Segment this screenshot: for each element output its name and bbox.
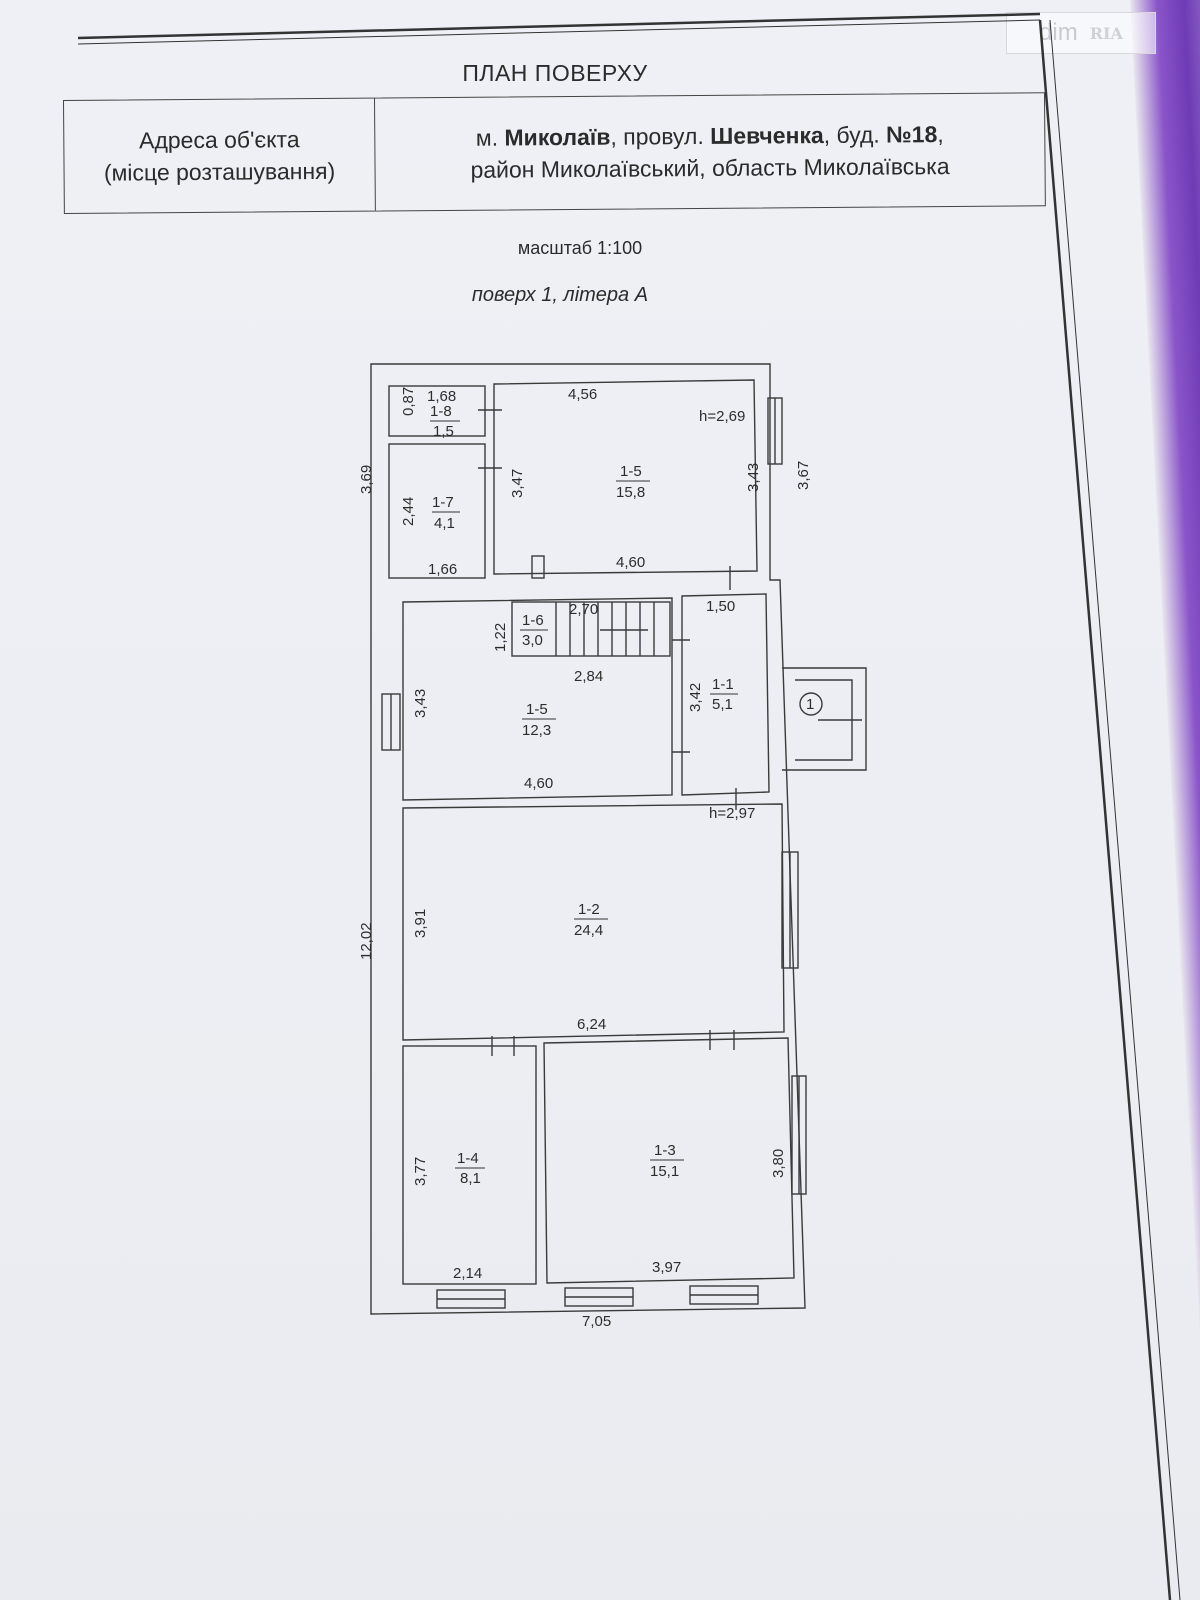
dim-label: 0,87: [400, 387, 417, 416]
room-1-5-top-outline: [493, 379, 758, 575]
dim-label: 4,60: [524, 775, 553, 792]
dim-label: 3,47: [509, 469, 526, 498]
dim-label: 3,80: [770, 1149, 787, 1178]
room-id: 1-6: [522, 612, 544, 629]
dim-label: 3,43: [745, 463, 762, 492]
room-area: 3,0: [522, 632, 543, 649]
room-area: 24,4: [574, 922, 603, 939]
floor-label: поверх 1, літера А: [471, 284, 649, 306]
dim-label: 1,66: [428, 561, 457, 578]
dim-label: h=2,97: [709, 805, 755, 822]
room-1-3-outline: [543, 1037, 795, 1284]
dim-label: 2,84: [574, 668, 603, 685]
watermark-dim: dim: [1039, 19, 1078, 46]
dim-label: 7,05: [582, 1313, 611, 1330]
dim-label: 12,02: [358, 922, 375, 960]
room-id: 1-7: [432, 494, 454, 511]
dim-label: 2,44: [400, 497, 417, 526]
dim-label: h=2,69: [699, 408, 745, 425]
room-1-1-outline: [681, 593, 770, 796]
door-marks: [478, 409, 737, 1056]
room-1-2-outline: [402, 803, 785, 1041]
room-id: 1-2: [578, 901, 600, 918]
outer-wall: [370, 363, 806, 1315]
porch-outline: [782, 667, 867, 771]
room-id: 1-5: [620, 463, 642, 480]
staircase: [511, 601, 671, 657]
entrance-marker-label: 1: [806, 696, 814, 713]
scale-label: масштаб 1:100: [517, 238, 643, 258]
dim-label: 1,50: [706, 598, 735, 615]
document-title: ПЛАН ПОВЕРХУ: [462, 60, 648, 86]
room-id: 1-4: [457, 1150, 479, 1167]
dim-label: 1,22: [492, 623, 509, 652]
radiator-icon: [531, 555, 545, 579]
dim-label: 4,56: [568, 386, 597, 403]
room-area: 1,5: [433, 423, 454, 440]
room-area: 4,1: [434, 515, 455, 532]
watermark: dim RIA: [1006, 12, 1156, 54]
dim-label: 4,60: [616, 554, 645, 571]
dim-label: 6,24: [577, 1016, 606, 1033]
frame-right-line: [1038, 19, 1172, 1600]
room-1-7-outline: [388, 443, 486, 579]
room-id: 1-5: [526, 701, 548, 718]
room-id: 1-8: [430, 403, 452, 420]
room-1-8-outline: [388, 385, 486, 437]
room-area: 15,1: [650, 1163, 679, 1180]
room-area: 12,3: [522, 722, 551, 739]
frame-top-line: [77, 12, 1041, 40]
dim-label: 3,42: [687, 683, 704, 712]
room-area: 8,1: [460, 1170, 481, 1187]
room-area: 15,8: [616, 484, 645, 501]
watermark-ria: RIA: [1089, 23, 1123, 43]
dim-label: 2,14: [453, 1265, 482, 1282]
dim-label: 3,43: [412, 689, 429, 718]
room-id: 1-1: [712, 676, 734, 693]
dim-label: 3,69: [358, 465, 375, 494]
windows: [381, 397, 807, 1309]
room-1-5-lower-outline: [402, 597, 673, 801]
room-id: 1-3: [654, 1142, 676, 1159]
entrance-marker-circle: [799, 692, 823, 716]
dim-label: 2,70: [569, 601, 598, 618]
dim-label: 1,68: [427, 388, 456, 405]
frame-top-line-inner: [77, 19, 1041, 45]
room-1-4-outline: [402, 1045, 537, 1285]
room-labels: 1-8 1,5 1-7 4,1 1-5 15,8 1-6 3,0 1-5 12,…: [430, 403, 814, 1187]
frame-right-line-outer: [1049, 19, 1181, 1600]
dim-label: 3,97: [652, 1259, 681, 1276]
dimension-labels: 1,68 0,87 4,56 h=2,69 3,69 3,47 3,43 3,6…: [358, 386, 812, 1330]
dim-label: 3,67: [795, 461, 812, 490]
room-area: 5,1: [712, 696, 733, 713]
dim-label: 3,77: [412, 1157, 429, 1186]
dim-label: 3,91: [412, 909, 429, 938]
